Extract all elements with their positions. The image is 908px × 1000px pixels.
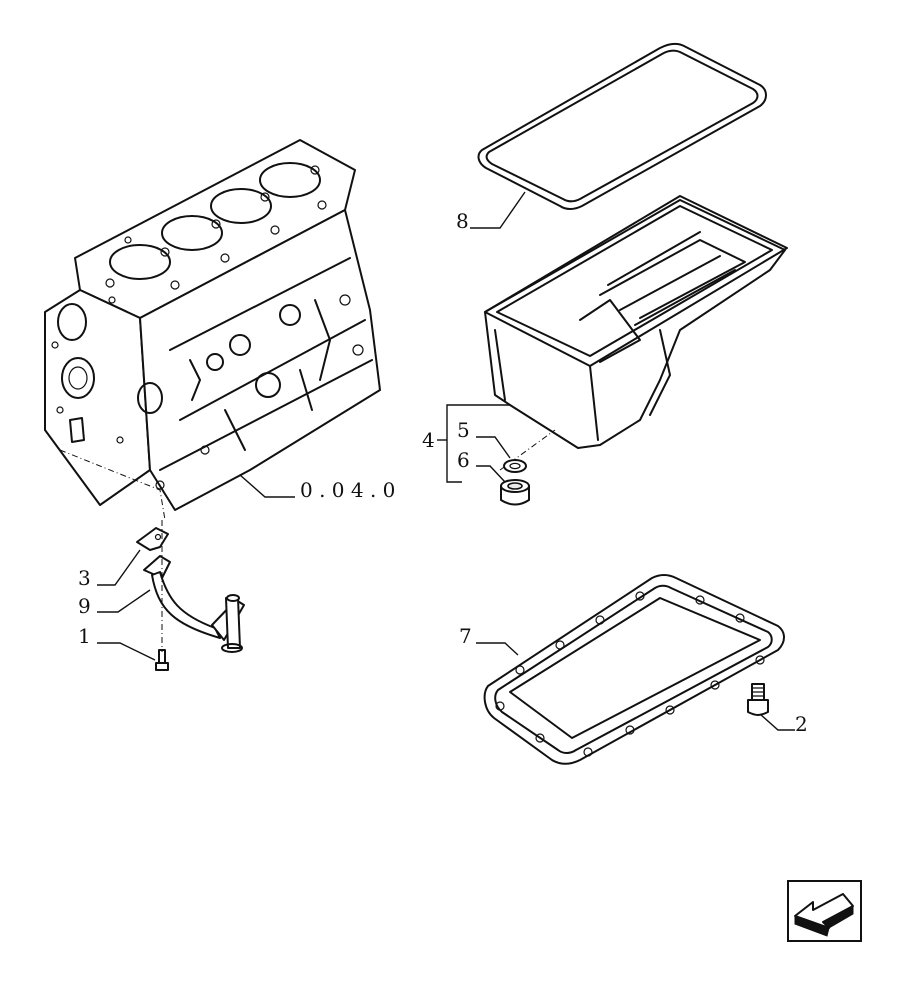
label-4: 4 <box>422 428 435 452</box>
leader-2 <box>759 713 795 731</box>
leader-9 <box>97 589 151 613</box>
bracket-4 <box>446 404 462 483</box>
back-navigation-button[interactable] <box>787 880 862 942</box>
label-3: 3 <box>78 566 91 590</box>
label-5: 5 <box>457 418 470 442</box>
leader-5 <box>476 436 511 459</box>
part-6-drain-plug <box>500 479 530 506</box>
part-5-washer <box>503 459 527 473</box>
part-2-bolt <box>747 683 769 716</box>
label-7: 7 <box>459 624 472 648</box>
oil-pan <box>484 195 788 449</box>
part-3-gasket <box>136 527 169 551</box>
part-8-gasket <box>477 42 767 210</box>
label-1: 1 <box>78 624 91 648</box>
drain-axis <box>499 429 556 471</box>
label-8: 8 <box>456 209 469 233</box>
leader-1 <box>97 642 156 661</box>
engine-ref-leader <box>239 474 295 498</box>
label-9: 9 <box>78 594 91 618</box>
part-1-bolt <box>155 649 169 671</box>
part-9-pickup-tube <box>143 555 245 653</box>
engine-ref-label: 0 . 0 4 . 0 <box>300 478 395 502</box>
leader-3 <box>97 549 141 586</box>
leader-8 <box>470 191 526 229</box>
label-6: 6 <box>457 448 470 472</box>
leader-7 <box>476 642 519 656</box>
leader-6 <box>476 465 506 483</box>
label-2: 2 <box>795 712 808 736</box>
part-7-flange-plate <box>483 574 785 765</box>
back-arrow-icon <box>787 880 862 942</box>
engine-block <box>44 139 381 521</box>
